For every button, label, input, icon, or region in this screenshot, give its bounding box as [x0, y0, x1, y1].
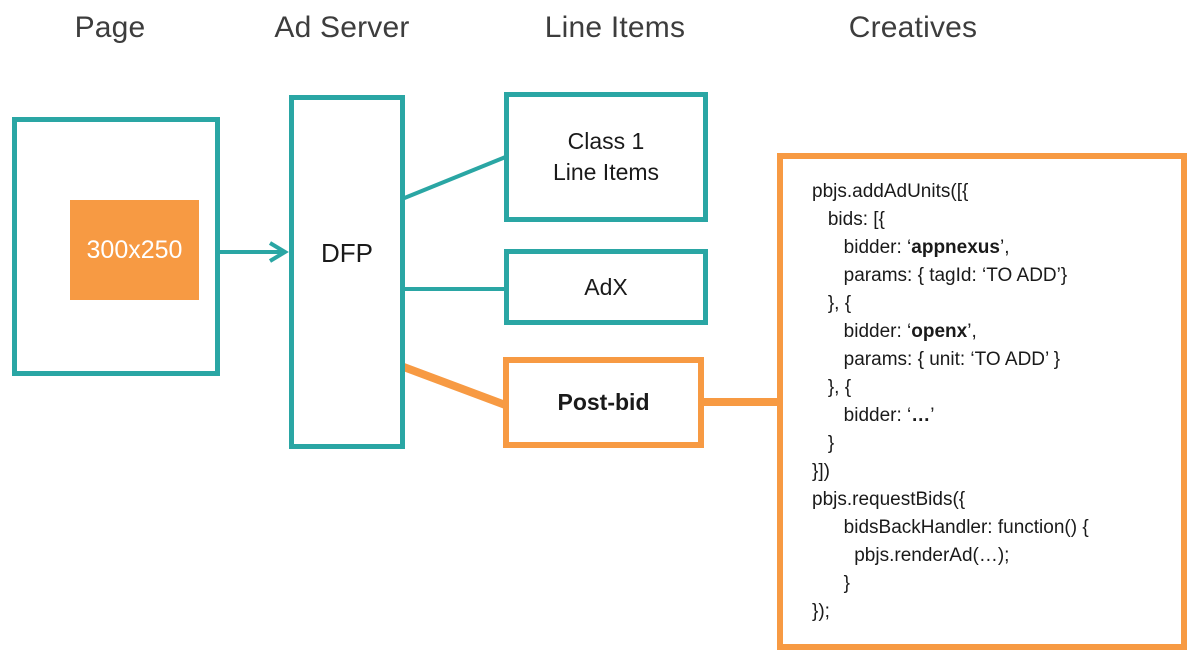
- code-line: params: { tagId: ‘TO ADD’}: [812, 265, 1068, 286]
- code-line: bidder: ‘appnexus’,: [812, 237, 1010, 258]
- code-line: bidder: ‘openx’,: [812, 321, 977, 342]
- ad-slot-300x250: 300x250: [70, 200, 199, 300]
- code-line: pbjs.renderAd(…);: [812, 545, 1010, 566]
- code-line: bids: [{: [812, 209, 885, 230]
- column-header-page: Page: [74, 11, 146, 44]
- class1-label-line2: Line Items: [552, 159, 660, 185]
- code-line: pbjs.addAdUnits([{: [812, 181, 969, 202]
- dfp-box: DFP: [289, 95, 405, 449]
- code-line: bidsBackHandler: function() {: [812, 517, 1089, 538]
- ad-slot-label: 300x250: [86, 235, 183, 264]
- code-line: }: [812, 433, 835, 454]
- adx-label: AdX: [584, 273, 628, 300]
- code-line: }]): [812, 461, 830, 482]
- code-line: });: [812, 601, 830, 622]
- class1-line-items-box: Class 1 Line Items: [504, 92, 708, 222]
- creatives-code-box: pbjs.addAdUnits([{ bids: [{ bidder: ‘app…: [777, 153, 1187, 650]
- postbid-label: Post-bid: [557, 389, 650, 415]
- code-line: params: { unit: ‘TO ADD’ }: [812, 349, 1061, 370]
- arrow-page-to-dfp-head: [268, 241, 289, 263]
- code-line: }, {: [812, 377, 852, 398]
- column-header-ad-server: Ad Server: [274, 11, 410, 44]
- code-line: pbjs.requestBids({: [812, 489, 966, 510]
- postbid-box: Post-bid: [503, 357, 704, 448]
- connector-dfp-to-class1: [401, 154, 509, 201]
- column-header-line-items: Line Items: [544, 11, 686, 44]
- column-header-creatives: Creatives: [848, 11, 978, 44]
- dfp-label: DFP: [321, 238, 373, 268]
- class1-label-line1: Class 1: [567, 128, 645, 154]
- code-line: }, {: [812, 293, 852, 314]
- connector-dfp-to-postbid: [399, 362, 510, 410]
- code-line: }: [812, 573, 851, 594]
- adx-box: AdX: [504, 249, 708, 325]
- code-line: bidder: ‘…’: [812, 405, 935, 426]
- prebid-code-block: pbjs.addAdUnits([{ bids: [{ bidder: ‘app…: [783, 159, 1181, 626]
